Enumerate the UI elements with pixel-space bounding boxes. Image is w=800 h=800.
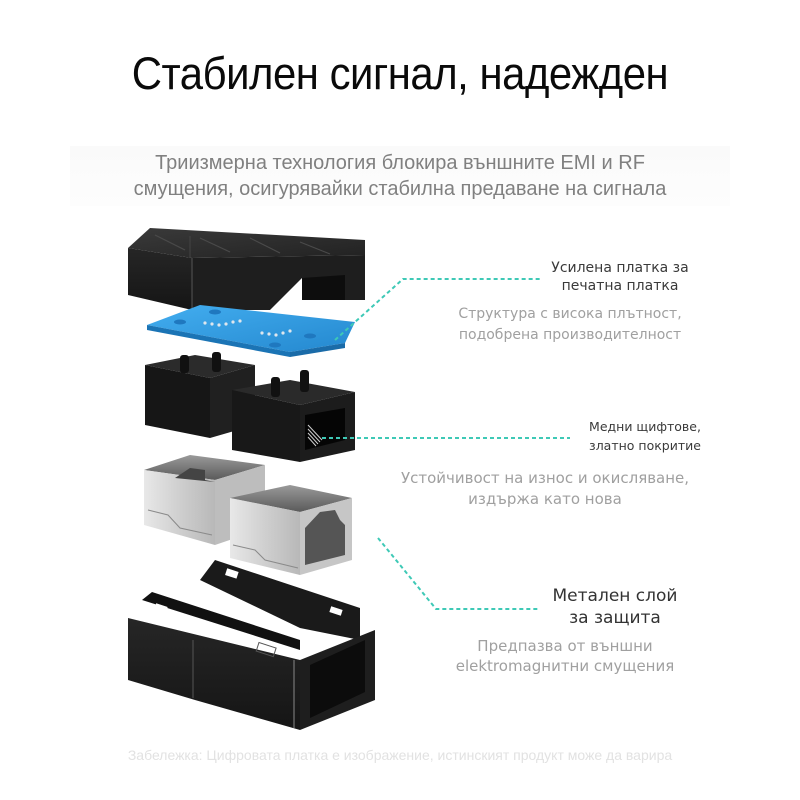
callout-shield-heading-2: за защита <box>569 608 661 628</box>
subtitle-line-1: Триизмерна технология блокира външните E… <box>155 152 645 174</box>
callout-pins-heading-2: златно покритие <box>589 438 701 453</box>
callout-shield: Метален слой за защита Предпазва от външ… <box>456 585 700 676</box>
callout-pins: Медни щифтове, златно покритие Устойчиво… <box>401 417 730 510</box>
subtitle-line-2: смущения, осигурявайки стабилна предаван… <box>133 178 667 200</box>
callout-pcb-heading-1: Усилена платка за <box>551 260 689 276</box>
disclaimer-note: Забележка: Цифровата платка е изображени… <box>127 747 673 763</box>
callout-shield-desc-1: Предпазва от външни <box>477 637 653 655</box>
callout-pins-heading-1: Медни щифтове, <box>589 419 701 434</box>
callout-shield-desc-2: elektromagнитни смущения <box>455 657 675 675</box>
subtitle-block: Триизмерна технология блокира външните E… <box>70 146 730 206</box>
callout-shield-heading-1: Метален слой <box>552 586 678 606</box>
page-title: Стабилен сигнал, надежден <box>131 48 669 99</box>
metal-shield-cages <box>144 455 352 575</box>
callout-pcb-heading-2: печатна платка <box>561 278 679 294</box>
callout-pcb-desc-2: подобрена производителност <box>458 327 682 343</box>
callout-pins-desc-2: издържа като нова <box>468 490 622 508</box>
callout-pins-desc-1: Устойчивост на износ и окисляване, <box>400 469 690 487</box>
leader-line-shield <box>377 537 540 610</box>
callout-pcb-desc-1: Структура с висока плътност, <box>458 306 682 322</box>
callout-pcb: Усилена платка за печатна платка Структу… <box>458 259 720 346</box>
pcb-board <box>147 305 355 357</box>
top-housing-cover <box>128 228 365 310</box>
bottom-housing-tray <box>128 560 375 730</box>
leader-line-pcb <box>334 278 542 341</box>
rj45-jack-modules <box>145 352 355 462</box>
